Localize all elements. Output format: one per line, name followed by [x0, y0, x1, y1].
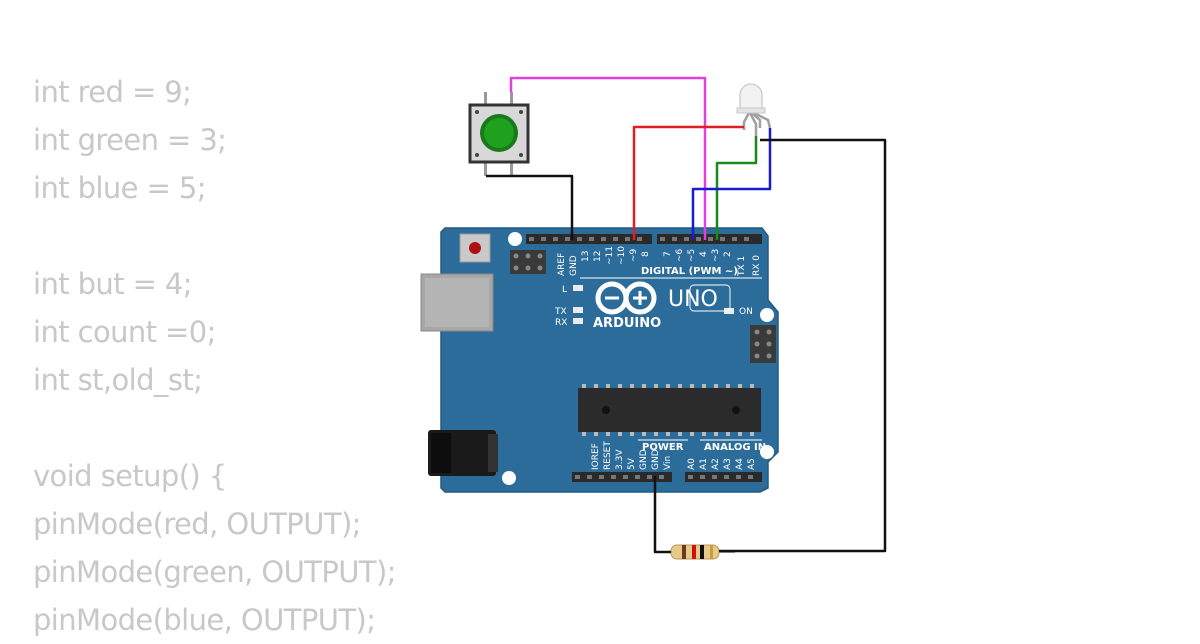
pin-label-a4: A4: [735, 458, 745, 470]
pin-label-5: ~5: [687, 249, 697, 262]
pin-label-gnd1: GND: [639, 449, 649, 470]
mounting-hole: [502, 471, 516, 485]
mounting-hole: [508, 232, 522, 246]
code-line: int but = 4;: [33, 267, 193, 301]
pin-label-a1: A1: [699, 458, 709, 470]
pin-label-11: ~11: [605, 246, 615, 265]
pin-label-5v: 5V: [627, 457, 637, 470]
pin-label-rx0: RX 0: [752, 255, 762, 276]
digital-header-label: DIGITAL (PWM ~): [641, 266, 738, 277]
pin-label-9: ~9: [629, 248, 639, 262]
pin-label-12: 12: [593, 251, 603, 262]
code-line: int count =0;: [33, 315, 216, 349]
code-line: int blue = 5;: [33, 171, 206, 205]
pin-label-7: 7: [663, 251, 673, 257]
brand-label: ARDUINO: [593, 316, 661, 331]
pin-label-gnd: GND: [569, 255, 579, 276]
pin-label-a2: A2: [711, 458, 721, 470]
digital-pin-labels: AREF GND 13 12 ~11 ~10 ~9 8 7 ~6 ~5 4 ~3…: [557, 246, 762, 277]
reset-button[interactable]: [459, 233, 491, 263]
led-tx-label: TX: [554, 307, 567, 317]
mounting-hole: [760, 308, 774, 322]
microcontroller-chip: [578, 384, 761, 436]
pin-label-3: ~3: [711, 249, 721, 262]
code-line: int green = 3;: [33, 123, 227, 157]
mounting-hole: [760, 445, 774, 459]
wire-black-led[interactable]: [719, 138, 887, 553]
code-line: void setup() {: [33, 459, 227, 493]
power-pin-labels: IOREF RESET 3.3V 5V GND GND Vin: [591, 441, 673, 470]
circuit-diagram: AREF GND 13 12 ~11 ~10 ~9 8 7 ~6 ~5 4 ~3…: [420, 76, 887, 560]
pin-label-8: 8: [641, 251, 651, 257]
pin-label-ioref: IOREF: [591, 443, 601, 470]
code-line: int st,old_st;: [33, 363, 203, 397]
analog-header[interactable]: [685, 472, 762, 482]
code-line: pinMode(green, OUTPUT);: [33, 555, 396, 589]
wire-black-gnd[interactable]: [653, 476, 671, 554]
pin-label-a3: A3: [723, 458, 733, 470]
wire-magenta[interactable]: [509, 76, 707, 240]
analog-header-label: ANALOG IN: [704, 442, 766, 453]
push-button[interactable]: [468, 92, 530, 176]
pin-label-gnd2: GND: [651, 449, 661, 470]
led-l-label: L: [562, 285, 567, 295]
wires: [486, 76, 887, 554]
pin-label-4: 4: [699, 251, 709, 257]
model-label: UNO: [668, 287, 718, 312]
code-line: pinMode(red, OUTPUT);: [33, 507, 361, 541]
power-jack: [428, 430, 498, 476]
code-line: int red = 9;: [33, 75, 192, 109]
wire-green[interactable]: [715, 136, 758, 240]
pin-label-13: 13: [581, 251, 591, 262]
icsp-header: [510, 250, 546, 274]
wire-blue[interactable]: [691, 128, 772, 240]
pin-label-10: ~10: [617, 246, 627, 265]
pin-label-6: ~6: [675, 248, 685, 262]
pin-label-a5: A5: [747, 458, 757, 470]
power-header-label: POWER: [642, 442, 684, 453]
pin-label-2: 2: [723, 251, 733, 257]
led-rx-label: RX: [555, 318, 567, 328]
pin-label-a0: A0: [687, 458, 697, 470]
pin-label-tx1: TX 1: [737, 256, 747, 277]
analog-pin-labels: A0 A1 A2 A3 A4 A5: [687, 458, 757, 470]
pin-label-3v3: 3.3V: [615, 449, 625, 470]
wire-red[interactable]: [632, 125, 744, 240]
status-leds: L TX RX ON: [554, 285, 753, 328]
digital-header[interactable]: [526, 234, 762, 244]
pin-label-aref: AREF: [557, 253, 567, 276]
power-header[interactable]: [572, 472, 672, 482]
arduino-board[interactable]: AREF GND 13 12 ~11 ~10 ~9 8 7 ~6 ~5 4 ~3…: [420, 227, 779, 493]
icsp-header: [750, 325, 776, 363]
pin-label-vin: Vin: [663, 456, 673, 470]
arduino-logo: ARDUINO UNO: [593, 281, 731, 331]
wire-black-button[interactable]: [486, 174, 574, 240]
led-on-label: ON: [739, 307, 753, 317]
pin-label-reset: RESET: [603, 441, 613, 470]
